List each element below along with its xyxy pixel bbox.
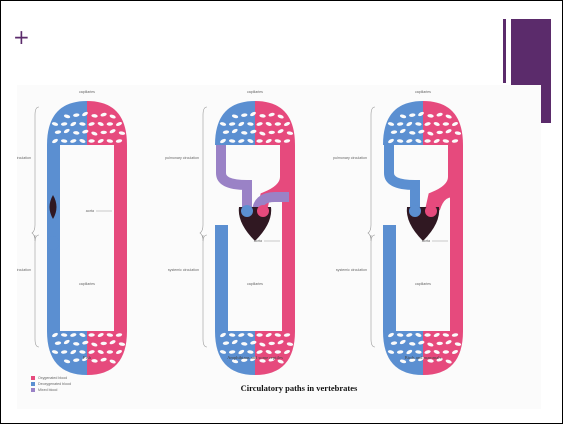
- vein-vessel: [383, 225, 396, 331]
- upper-bracket: [32, 107, 39, 241]
- bottom-capillaries-label: capillaries: [79, 282, 95, 286]
- circulation-panel-2: capillaries capillaries pulmonary circulat…: [165, 90, 295, 375]
- panel-caption: Amphibians and some reptiles: [227, 355, 283, 360]
- circulatory-figure: capillaries capillaries gill circulation sy…: [17, 85, 541, 409]
- bottom-capillaries-label: capillaries: [415, 282, 431, 286]
- legend-swatch: [31, 376, 35, 380]
- panel-caption: Birds and mammals: [405, 355, 442, 360]
- right-atrium: [409, 205, 421, 217]
- upper-bracket: [368, 107, 375, 241]
- aorta-vessel: [114, 145, 127, 331]
- pulmonary-artery: [389, 145, 415, 213]
- circulation-panel-3: capillaries capillaries pulmonary circulat…: [333, 90, 463, 375]
- lower-bracket: [371, 235, 375, 347]
- vessel-label: aorta: [422, 239, 430, 243]
- lower-circuit-label: systemic circulation: [17, 268, 31, 272]
- circulatory-diagram: capillaries capillaries gill circulation sy…: [17, 85, 541, 409]
- bottom-capillaries-label: capillaries: [247, 282, 263, 286]
- vein-vessel: [215, 225, 228, 331]
- vessel-label: aorta: [254, 239, 262, 243]
- legend-label: Deoxygenated blood: [38, 382, 71, 386]
- legend-swatch: [31, 388, 35, 392]
- top-capillaries-label: capillaries: [79, 90, 95, 94]
- heart-chamber: [47, 236, 59, 250]
- panel-caption: Fish: [83, 355, 92, 360]
- vessel-label: aorta: [86, 209, 94, 213]
- lower-circuit-label: systemic circulation: [336, 268, 367, 272]
- top-capillaries-label: capillaries: [415, 90, 431, 94]
- upper-bracket: [200, 107, 207, 241]
- lower-circuit-label: systemic circulation: [168, 268, 199, 272]
- figure-title: Circulatory paths in vertebrates: [241, 383, 358, 393]
- upper-circuit-label: pulmonary circulation: [165, 156, 199, 160]
- legend-label: Oxygenated blood: [38, 376, 67, 380]
- circulation-panel-1: capillaries capillaries gill circulation sy…: [17, 90, 127, 375]
- top-capillaries-label: capillaries: [247, 90, 263, 94]
- lower-bracket: [35, 235, 39, 347]
- left-atrium: [425, 205, 437, 217]
- legend-label: Mixed blood: [38, 388, 57, 392]
- upper-circuit-label: gill circulation: [17, 156, 31, 160]
- accent-bar-thin: [503, 19, 506, 83]
- pulmonary-artery: [221, 145, 247, 213]
- left-atrium: [257, 205, 269, 217]
- plus-icon: +: [13, 25, 30, 49]
- right-atrium: [241, 205, 253, 217]
- legend-swatch: [31, 382, 35, 386]
- lower-bracket: [203, 235, 207, 347]
- upper-circuit-label: pulmonary circulation: [333, 156, 367, 160]
